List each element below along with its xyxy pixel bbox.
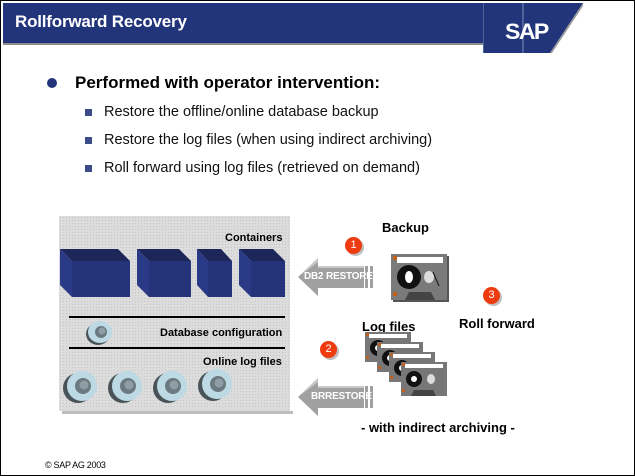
bullet-square-icon [85, 164, 92, 172]
container-icon [60, 249, 130, 297]
db-config-label: Database configuration [160, 327, 283, 339]
online-log-disk-icon [63, 371, 97, 403]
step-badge-1: 1 [345, 237, 362, 254]
db2-restore-label: DB2 RESTORE [304, 271, 373, 282]
log-files-label: Log files [362, 319, 416, 334]
container-icon [137, 249, 191, 297]
backup-label: Backup [382, 220, 429, 235]
container-icon [239, 249, 285, 297]
header-shadow [3, 43, 483, 45]
sub-bullet-text: Restore the offline/online database back… [104, 104, 379, 120]
brrestore-arrow-icon [298, 378, 373, 416]
sap-logo-shape [483, 3, 583, 53]
step-badge-3: 3 [483, 287, 500, 304]
slide-title: Rollforward Recovery [15, 12, 187, 31]
roll-forward-label: Roll forward [459, 316, 535, 331]
sub-bullet-text: Restore the log files (when using indire… [104, 132, 433, 148]
sub-bullet: Roll forward using log files (retrieved … [85, 160, 420, 176]
step-badge-2: 2 [320, 341, 337, 358]
indirect-archiving-note: - with indirect archiving - [361, 420, 515, 435]
bullet-square-icon [85, 108, 92, 116]
online-log-disk-icon [108, 371, 142, 403]
log-files-cassette-stack-icon [365, 332, 447, 396]
bullet-dot-icon [47, 78, 57, 88]
main-bullet-text: Performed with operator intervention: [75, 73, 381, 92]
sub-bullet: Restore the offline/online database back… [85, 104, 379, 120]
panel-shadow [62, 411, 293, 414]
copyright-footer: © SAP AG 2003 [45, 460, 106, 470]
header-bar: Rollforward Recovery [3, 3, 483, 43]
divider [69, 347, 285, 349]
container-icon [197, 249, 232, 297]
online-log-disk-icon [153, 371, 187, 403]
db2-restore-arrow-icon [298, 258, 373, 296]
sap-logo: SAP [504, 19, 549, 44]
sub-bullet-text: Roll forward using log files (retrieved … [104, 160, 420, 176]
main-bullet: Performed with operator intervention: [47, 73, 380, 93]
online-log-disk-icon [198, 369, 232, 401]
sub-bullet: Restore the log files (when using indire… [85, 132, 432, 148]
database-config-disk-icon [86, 321, 112, 345]
online-logs-label: Online log files [203, 356, 282, 368]
backup-cassette-icon [391, 254, 449, 302]
divider [69, 316, 285, 318]
database-panel: Containers Database co [59, 216, 290, 411]
brrestore-label: BRRESTORE [311, 391, 372, 402]
containers-label: Containers [225, 232, 283, 244]
cassette [401, 362, 447, 396]
bullet-square-icon [85, 136, 92, 144]
